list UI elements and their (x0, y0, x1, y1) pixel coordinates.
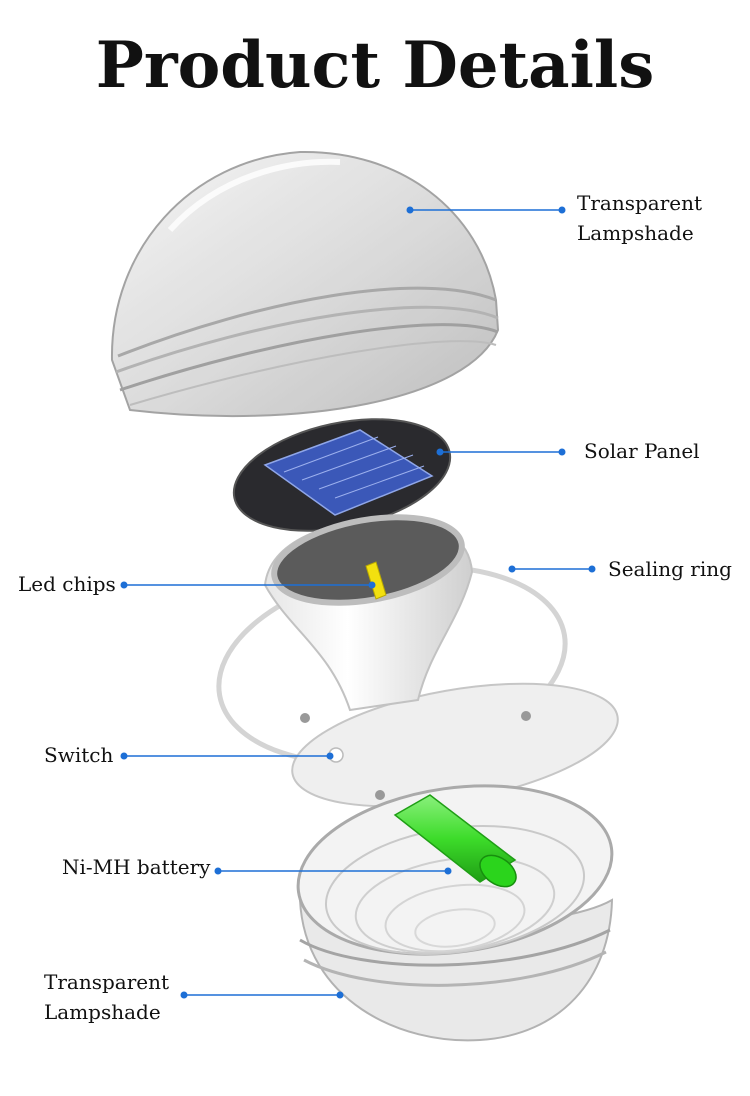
label-bottom-lampshade-line2: Lampshade (44, 1000, 161, 1024)
label-top-lampshade-line1: Transparent (577, 191, 703, 215)
label-bottom-lampshade-line1: Transparent (44, 970, 170, 994)
page-title: Product Details (95, 28, 655, 103)
label-bottom-lampshade: Transparent Lampshade (44, 967, 169, 1027)
label-led-chips: Led chips (18, 572, 116, 596)
top-lampshade (110, 150, 500, 418)
leader-lines (120, 206, 596, 999)
label-top-lampshade: Transparent Lampshade (577, 188, 702, 248)
main-housing (263, 514, 619, 808)
bottom-lampshade (296, 784, 614, 1042)
label-top-lampshade-line2: Lampshade (577, 221, 694, 245)
label-switch: Switch (44, 743, 114, 767)
label-sealing-ring: Sealing ring (608, 557, 732, 581)
label-solar-panel: Solar Panel (584, 439, 700, 463)
label-battery: Ni-MH battery (62, 855, 211, 879)
battery (393, 794, 517, 888)
